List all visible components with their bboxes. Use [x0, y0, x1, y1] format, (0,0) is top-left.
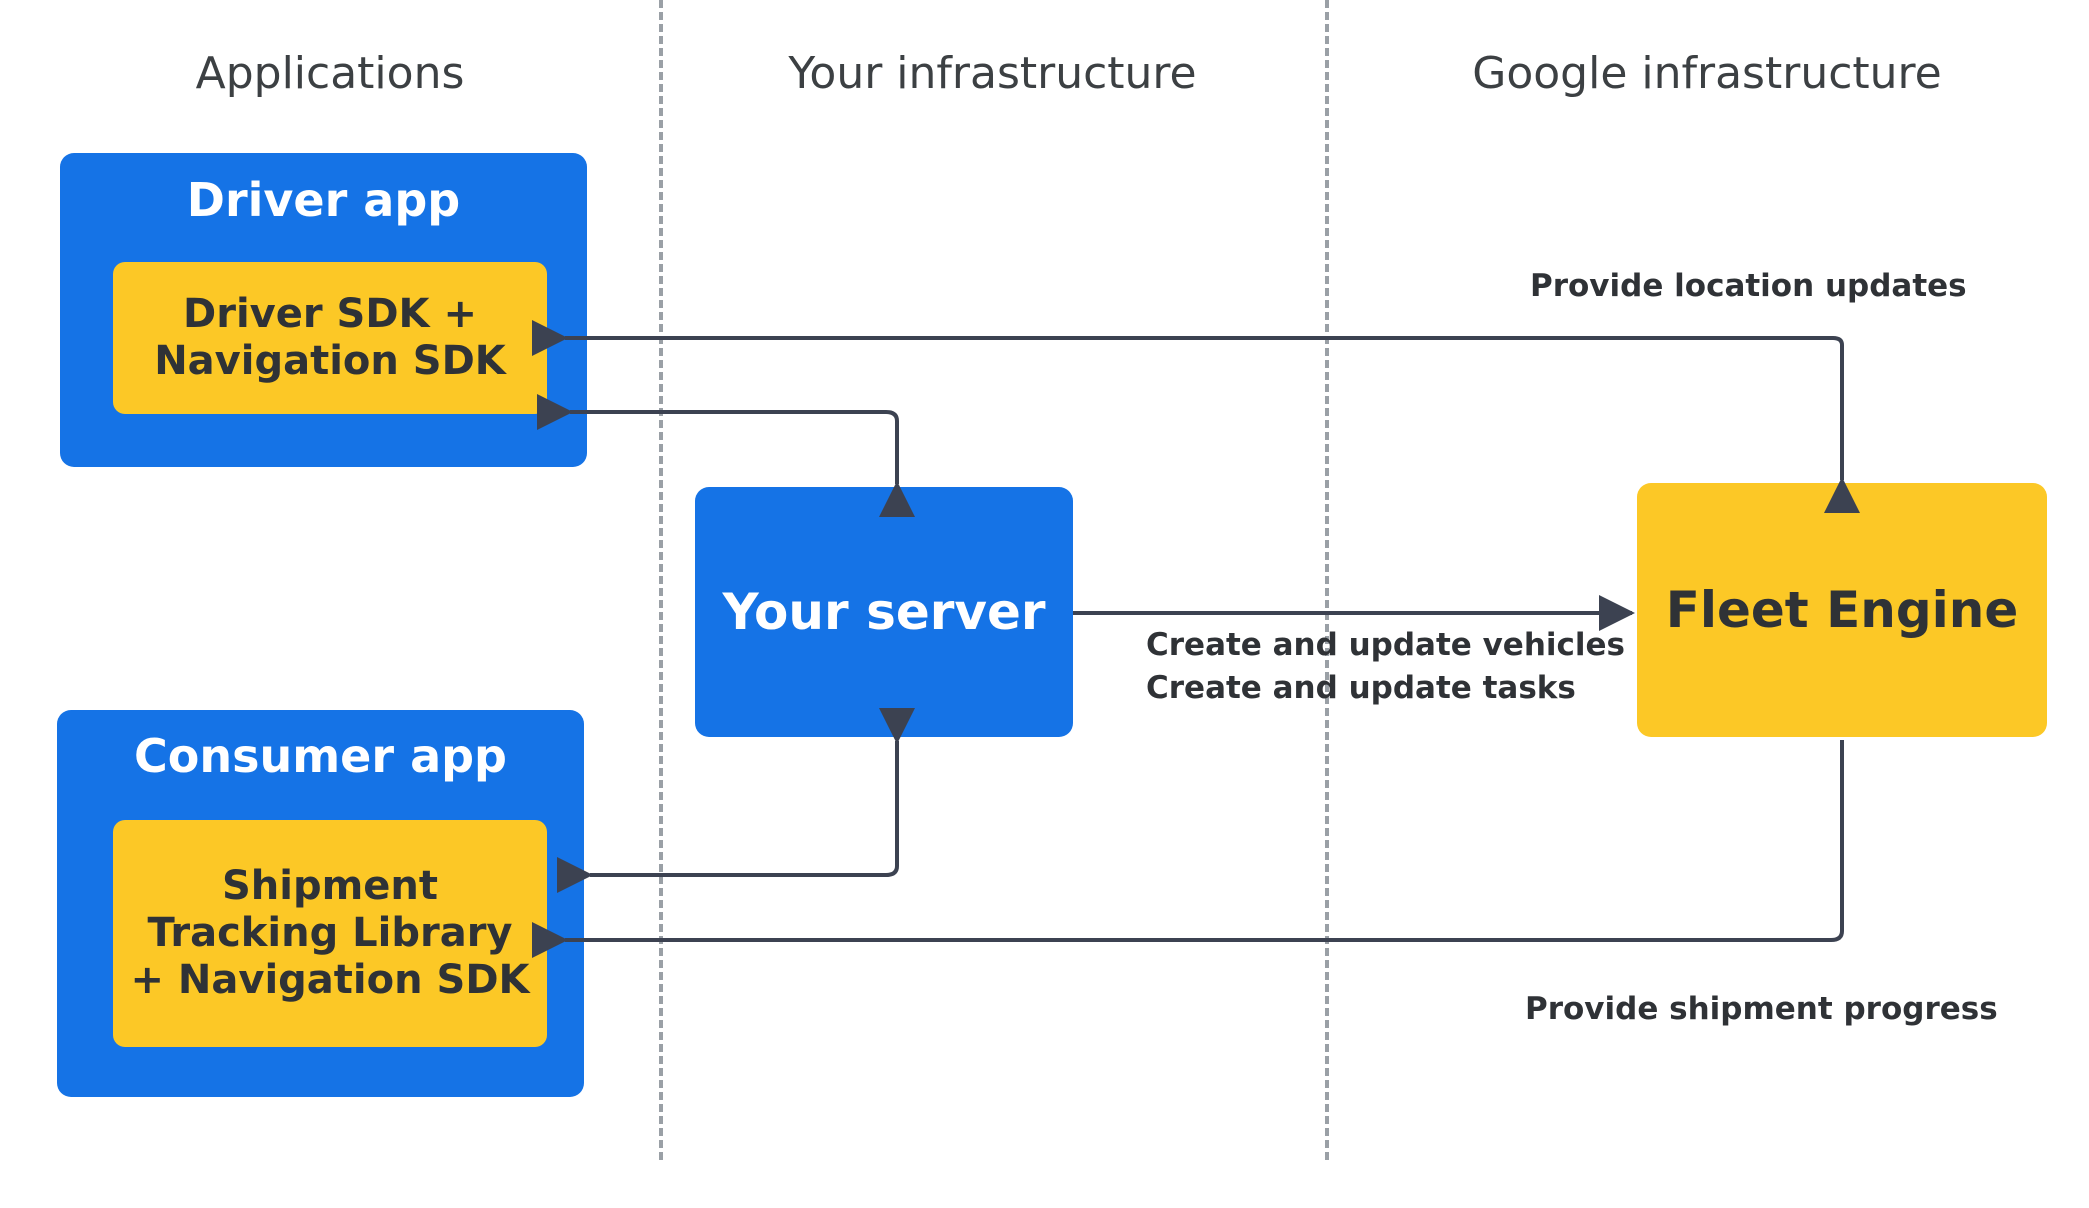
- edge-label-create-vehicles: Create and update vehicles: [1146, 627, 1626, 663]
- column-divider-left: [659, 0, 663, 1160]
- column-header-applications: Applications: [195, 48, 465, 99]
- edge-consumer-app-server: [557, 708, 915, 893]
- consumer-sdk-line2: Tracking Library: [147, 909, 513, 956]
- node-fleet-engine[interactable]: Fleet Engine: [1637, 483, 2047, 737]
- column-divider-right: [1325, 0, 1329, 1160]
- edge-server-driver-app: [537, 394, 915, 517]
- node-your-server[interactable]: Your server: [695, 487, 1073, 737]
- consumer-app-title: Consumer app: [134, 729, 507, 783]
- node-driver-sdk[interactable]: Driver SDK + Navigation SDK: [113, 262, 547, 414]
- consumer-sdk-line3: + Navigation SDK: [130, 957, 530, 1004]
- edge-label-shipment-progress: Provide shipment progress: [1525, 991, 1998, 1027]
- column-header-google-infrastructure: Google infrastructure: [1472, 48, 1942, 99]
- edge-shipment-progress: [532, 740, 1844, 958]
- driver-app-title: Driver app: [186, 173, 461, 227]
- edge-label-location-updates: Provide location updates: [1530, 268, 1967, 304]
- column-header-your-infrastructure: Your infrastructure: [788, 48, 1197, 99]
- consumer-sdk-line1: Shipment: [221, 862, 439, 909]
- driver-sdk-line2: Navigation SDK: [154, 338, 506, 384]
- driver-sdk-line1: Driver SDK +: [183, 290, 477, 337]
- fleet-engine-label: Fleet Engine: [1665, 581, 2019, 639]
- your-server-label: Your server: [722, 583, 1046, 641]
- edge-location-updates: [532, 320, 1860, 513]
- edge-label-create-tasks: Create and update tasks: [1146, 670, 1576, 706]
- node-consumer-sdk[interactable]: Shipment Tracking Library + Navigation S…: [113, 820, 547, 1047]
